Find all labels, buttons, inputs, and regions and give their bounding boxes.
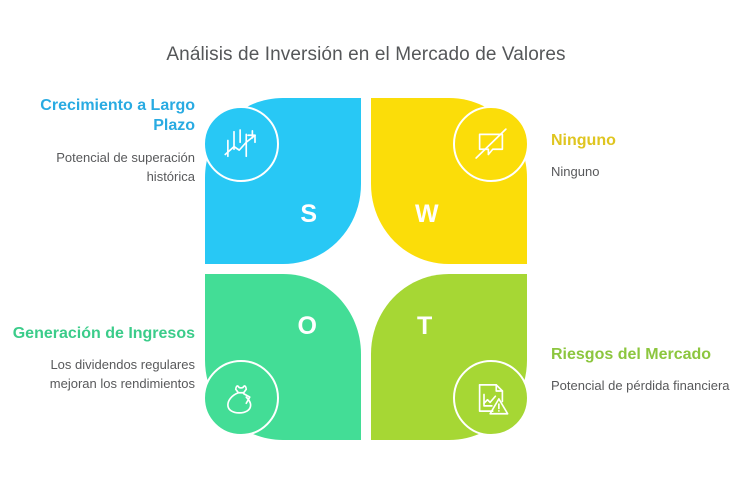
swot-quadrant-weakness[interactable]: W <box>371 98 529 264</box>
swot-text-threat: Riesgos del Mercado Potencial de pérdida… <box>551 345 732 396</box>
icon-bubble-opportunity[interactable] <box>203 360 279 436</box>
document-declining-chart-warning-icon <box>470 377 512 419</box>
swot-quadrant-opportunity[interactable]: O <box>203 274 361 440</box>
swot-text-weakness: Ninguno Ninguno <box>551 131 732 182</box>
swot-heading-weakness: Ninguno <box>551 132 616 149</box>
swot-text-strength: Crecimiento a Largo Plazo Potencial de s… <box>5 96 195 187</box>
swot-body-opportunity: Los dividendos regulares mejoran los ren… <box>49 357 195 392</box>
swot-heading-threat: Riesgos del Mercado <box>551 346 712 363</box>
swot-diagram: S W <box>203 98 529 440</box>
swot-text-opportunity: Generación de Ingresos Los dividendos re… <box>5 324 195 394</box>
swot-letter-opportunity: O <box>297 312 317 340</box>
swot-quadrant-threat[interactable]: T <box>371 274 529 440</box>
swot-body-strength: Potencial de superación histórica <box>56 149 195 184</box>
swot-quadrant-strength[interactable]: S <box>203 98 361 264</box>
swot-body-weakness: Ninguno <box>551 164 600 180</box>
page-title: Análisis de Inversión en el Mercado de V… <box>166 44 566 65</box>
swot-heading-strength: Crecimiento a Largo Plazo <box>40 97 195 135</box>
swot-letter-weakness: W <box>415 200 439 228</box>
bar-chart-growth-arrow-icon <box>220 123 262 165</box>
swot-body-threat: Potencial de pérdida financiera <box>551 378 730 394</box>
icon-bubble-strength[interactable] <box>203 106 279 182</box>
money-bag-recurring-icon <box>220 377 262 419</box>
swot-letter-threat: T <box>417 312 433 340</box>
icon-bubble-threat[interactable] <box>453 360 529 436</box>
icon-bubble-weakness[interactable] <box>453 106 529 182</box>
swot-letter-strength: S <box>300 200 317 228</box>
speech-bubble-crossed-out-icon <box>470 123 512 165</box>
swot-heading-opportunity: Generación de Ingresos <box>12 325 195 342</box>
